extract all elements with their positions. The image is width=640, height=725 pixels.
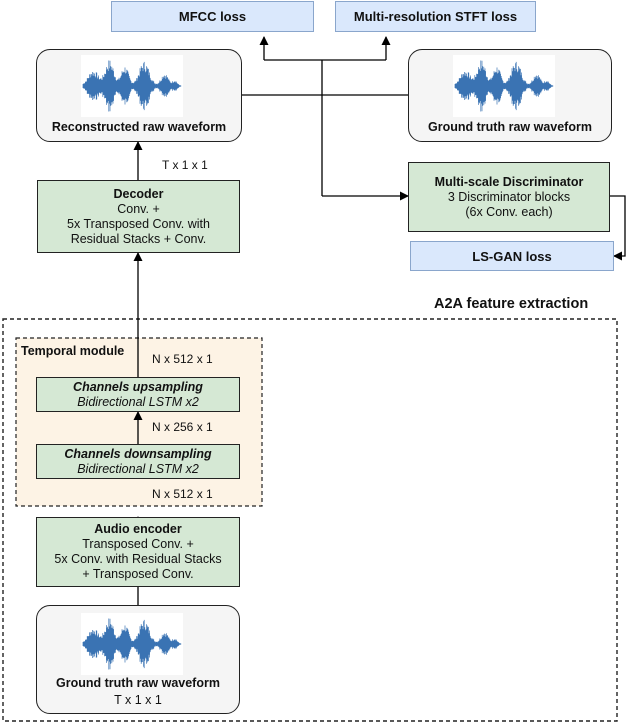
- encoder-title: Audio encoder: [94, 522, 182, 536]
- decoder-title: Decoder: [113, 186, 164, 201]
- audio-encoder-box: Audio encoder Transposed Conv. + 5x Conv…: [36, 517, 240, 587]
- waveform-image: [81, 55, 183, 117]
- stft-loss-label: Multi-resolution STFT loss: [353, 9, 518, 24]
- mfcc-loss-label: MFCC loss: [178, 9, 247, 24]
- encoder-line-3: + Transposed Conv.: [82, 567, 194, 581]
- mfcc-loss-box: MFCC loss: [111, 1, 314, 32]
- encoder-output-dim: N x 512 x 1: [152, 487, 213, 501]
- waveform-image: [81, 613, 183, 675]
- downsampling-subtitle: Bidirectional LSTM x2: [77, 461, 199, 476]
- decoder-output-dim: T x 1 x 1: [162, 158, 208, 172]
- waveform-trace: [454, 60, 554, 112]
- stft-loss-box: Multi-resolution STFT loss: [335, 1, 536, 32]
- a2a-group-border: [2, 318, 618, 722]
- downsampling-output-dim: N x 256 x 1: [152, 420, 213, 434]
- temporal-output-dim: N x 512 x 1: [152, 352, 213, 366]
- decoder-box: Decoder Conv. + 5x Transposed Conv. with…: [37, 180, 240, 253]
- waveform-trace: [82, 60, 182, 112]
- lsgan-loss-label: LS-GAN loss: [472, 248, 552, 264]
- channels-upsampling-box: Channels upsampling Bidirectional LSTM x…: [36, 377, 240, 412]
- ground-truth-waveform-label-bottom: Ground truth raw waveform: [56, 676, 220, 690]
- ground-truth-waveform-box-top: Ground truth raw waveform: [408, 49, 612, 142]
- encoder-line-2: 5x Conv. with Residual Stacks: [54, 552, 222, 566]
- decoder-line-1: Conv. +: [117, 201, 160, 216]
- waveform-image: [453, 55, 555, 117]
- reconstructed-waveform-label: Reconstructed raw waveform: [51, 120, 227, 134]
- temporal-module-title: Temporal module: [21, 344, 125, 358]
- upsampling-subtitle: Bidirectional LSTM x2: [77, 394, 199, 409]
- temporal-module-group: [15, 337, 263, 507]
- multi-scale-discriminator-box: Multi-scale Discriminator 3 Discriminato…: [408, 162, 610, 232]
- arrow-discriminator-to-lsgan: [610, 195, 626, 261]
- ground-truth-waveform-box-bottom: Ground truth raw waveform T x 1 x 1: [36, 605, 240, 714]
- encoder-line-1: Transposed Conv. +: [82, 537, 194, 551]
- channels-downsampling-box: Channels downsampling Bidirectional LSTM…: [36, 444, 240, 479]
- discriminator-line-1: 3 Discriminator blocks: [447, 189, 571, 204]
- discriminator-line-2: (6x Conv. each): [465, 204, 553, 219]
- upsampling-title: Channels upsampling: [73, 379, 203, 394]
- ground-truth-waveform-dim-bottom: T x 1 x 1: [114, 693, 162, 707]
- discriminator-title: Multi-scale Discriminator: [434, 174, 584, 189]
- decoder-line-2: 5x Transposed Conv. with: [67, 216, 210, 231]
- waveform-trace: [82, 618, 182, 670]
- ground-truth-waveform-label-top: Ground truth raw waveform: [428, 120, 592, 134]
- lsgan-loss-box: LS-GAN loss: [410, 241, 614, 271]
- a2a-group-title: A2A feature extraction: [434, 296, 589, 312]
- reconstructed-waveform-box: Reconstructed raw waveform: [36, 49, 242, 142]
- downsampling-title: Channels downsampling: [64, 446, 212, 461]
- decoder-line-3: Residual Stacks + Conv.: [70, 231, 207, 246]
